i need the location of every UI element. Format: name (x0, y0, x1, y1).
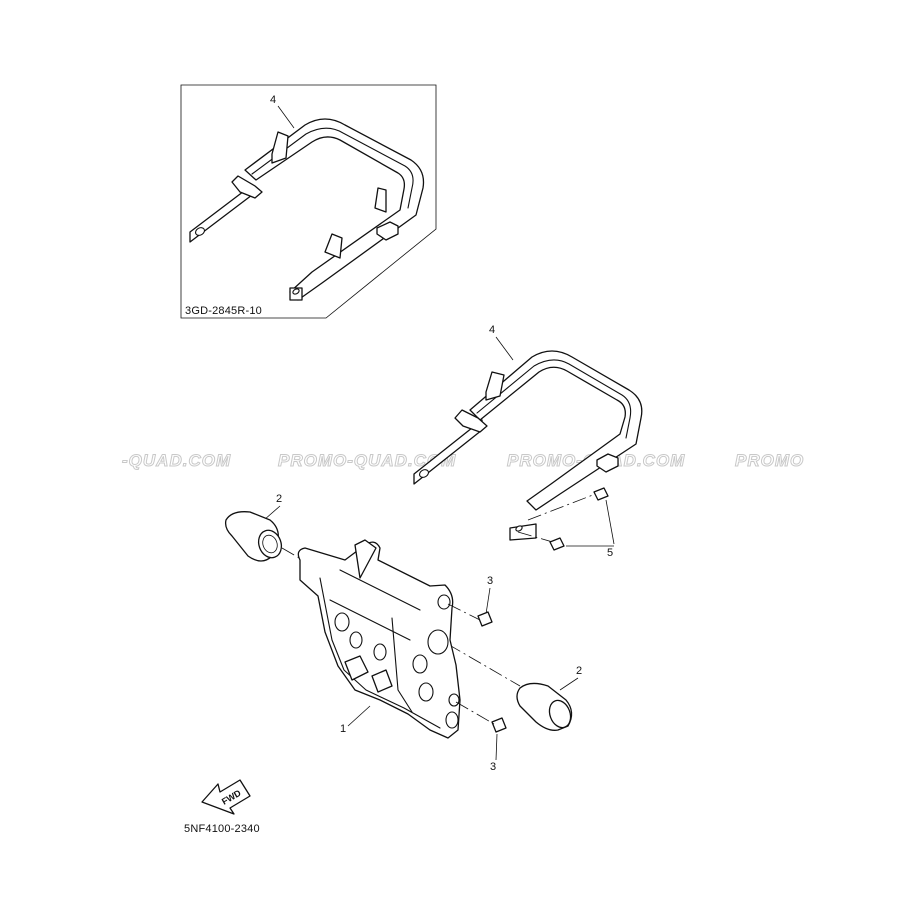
callout-bolt-upper: 3 (487, 575, 493, 587)
callout-bumper: 1 (340, 723, 346, 735)
bumper (297, 539, 461, 739)
diagram-code: 5NF4100-2340 (184, 823, 260, 835)
bolt-pair: 5 (517, 487, 615, 559)
inset-callout-4: 4 (270, 94, 276, 106)
grab-bar-assembly: 4 5 (413, 324, 643, 559)
bolt-5a (593, 487, 609, 501)
callout-cap-left: 2 (276, 493, 282, 505)
axis-line (281, 547, 521, 687)
grab-bar (413, 350, 643, 541)
watermark-1: -QUAD.COM (122, 451, 231, 470)
inset-grab-bar (189, 118, 425, 301)
grab-bar-leader (495, 336, 514, 361)
bumper-assembly: 2 3 (224, 493, 582, 773)
bolt-3-upper (477, 611, 493, 627)
watermark-4: PROMO (735, 451, 804, 470)
end-cap-right (516, 682, 573, 731)
inset-border (180, 84, 437, 319)
end-cap-left (224, 511, 283, 562)
fwd-arrow-icon: FWD (201, 779, 251, 815)
bolt-5b (549, 537, 565, 551)
watermark-2: PROMO-QUAD.COM (278, 451, 456, 470)
inset-code: 3GD-2845R-10 (185, 305, 262, 317)
callout-grab-bar: 4 (489, 324, 495, 336)
callout-bolts: 5 (607, 547, 613, 559)
callout-bolt-lower: 3 (490, 761, 496, 773)
callout-cap-right: 2 (576, 665, 582, 677)
watermark-strip: -QUAD.COM PROMO-QUAD.COM PROMO-QUAD.COM … (122, 451, 804, 471)
inset-box: 3GD-2845R-10 4 (180, 84, 437, 319)
bolt-3-lower (491, 717, 507, 733)
inset-leader (277, 105, 295, 129)
